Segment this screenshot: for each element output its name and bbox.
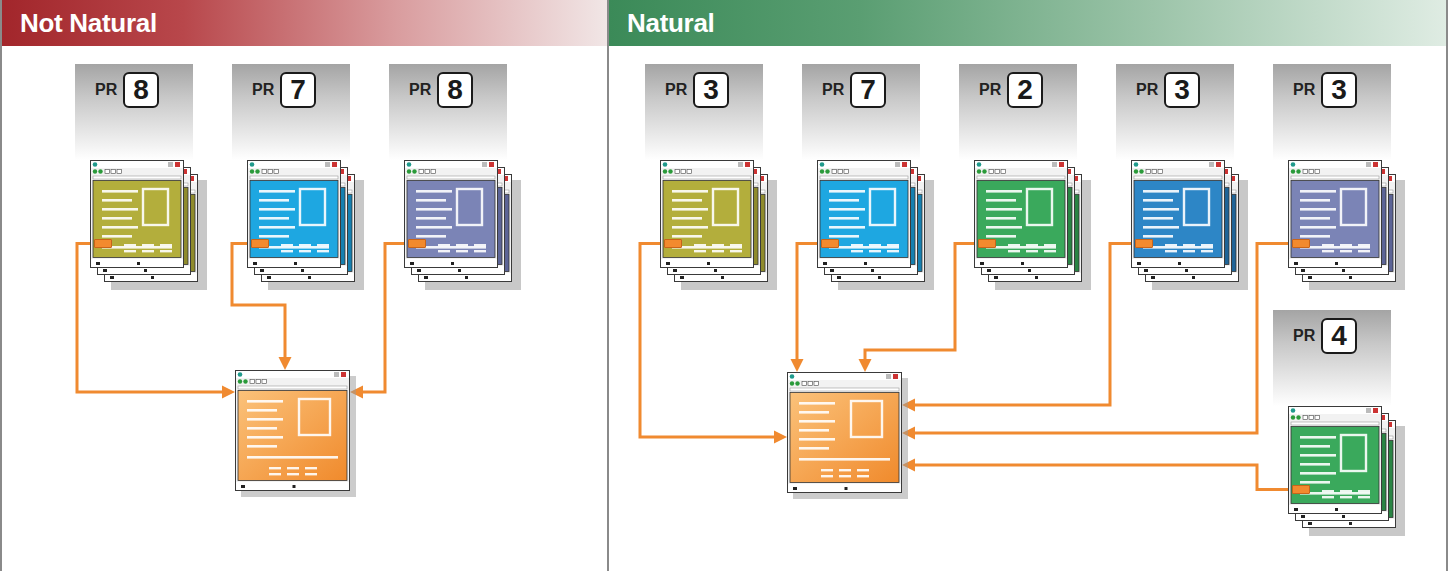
rank-label: PR <box>1293 326 1315 346</box>
link-arrow <box>640 244 787 444</box>
rank-number: 2 <box>1007 72 1043 108</box>
page-stack-illustration <box>959 158 1093 298</box>
page-stack: PR 7 <box>802 64 936 314</box>
page-stack-illustration <box>232 158 366 298</box>
target-page-illustration <box>235 370 363 504</box>
rank-label: PR <box>822 80 844 100</box>
rank-label: PR <box>1136 80 1158 100</box>
page-stack: PR 7 <box>232 64 366 314</box>
link-mark <box>408 239 426 248</box>
rank-label: PR <box>1293 80 1315 100</box>
panel-title: Not Natural <box>20 8 157 38</box>
link-arrow <box>902 244 1135 412</box>
link-arrow <box>77 244 235 399</box>
target-page <box>235 370 350 491</box>
header-band: Natural <box>609 0 1446 46</box>
page-stack-illustration <box>802 158 936 298</box>
link-arrow <box>791 244 822 373</box>
rank-number: 7 <box>280 72 316 108</box>
rank-label: PR <box>95 80 117 100</box>
page-stack-illustration <box>645 158 779 298</box>
link-mark <box>251 239 269 248</box>
panel-title: Natural <box>627 8 714 38</box>
page-stack: PR 8 <box>389 64 523 314</box>
panel: NaturalPR3PR7PR2PR3PR3PR4 <box>607 0 1448 571</box>
panel: Not NaturalPR 8 PR 7 PR 8 <box>0 0 609 571</box>
page-stack: PR 3 <box>1116 64 1250 314</box>
link-mark <box>1292 239 1310 248</box>
rank-number: 8 <box>437 72 473 108</box>
page-stack: PR 4 <box>1273 310 1407 560</box>
header-band: Not Natural <box>2 0 607 46</box>
rank-number: 3 <box>1321 72 1357 108</box>
page-stack-illustration <box>1116 158 1250 298</box>
link-mark <box>1292 485 1310 494</box>
rank-label: PR <box>979 80 1001 100</box>
rank-number: 4 <box>1321 318 1357 354</box>
page-stack: PR 3 <box>1273 64 1407 314</box>
rank-number: 3 <box>1164 72 1200 108</box>
target-page <box>787 372 902 493</box>
page-stack: PR 2 <box>959 64 1093 314</box>
link-mark <box>664 239 682 248</box>
rank-number: 7 <box>850 72 886 108</box>
rank-label: PR <box>665 80 687 100</box>
page-stack: PR 8 <box>75 64 209 314</box>
rank-number: 3 <box>693 72 729 108</box>
page-stack-illustration <box>1273 404 1407 544</box>
rank-label: PR <box>409 80 431 100</box>
link-mark <box>978 239 996 248</box>
link-mark <box>94 239 112 248</box>
page-stack-illustration <box>389 158 523 298</box>
page-stack: PR 3 <box>645 64 779 314</box>
page-stack-illustration <box>1273 158 1407 298</box>
target-page-illustration <box>787 372 915 506</box>
page-stack-illustration <box>75 158 209 298</box>
link-mark <box>1135 239 1153 248</box>
link-arrow <box>902 459 1292 490</box>
rank-number: 8 <box>123 72 159 108</box>
rank-label: PR <box>252 80 274 100</box>
link-mark <box>821 239 839 248</box>
